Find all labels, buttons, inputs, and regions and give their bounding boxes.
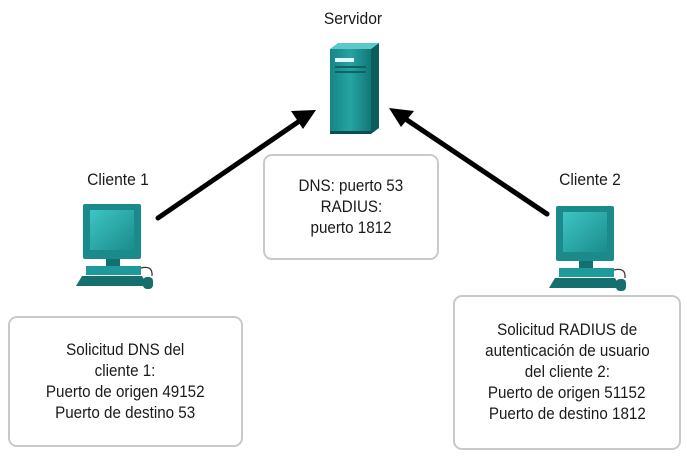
client1-request-line-3: Puerto de origen 49152 [46, 382, 205, 401]
client2-request-box: Solicitud RADIUS de autenticación de usu… [453, 295, 681, 450]
client2-request-line-3: del cliente 2: [524, 363, 610, 381]
client1-request-box: Solicitud DNS del cliente 1: Puerto de o… [8, 316, 243, 447]
client1-request-line-1: Solicitud DNS del [66, 340, 185, 359]
server-port-line-1: DNS: puerto 53 [298, 176, 404, 195]
client2-request-line-5: Puerto de destino 1812 [488, 405, 646, 423]
client2-computer-icon [549, 206, 626, 291]
client2-request-line-4: Puerto de origen 51152 [488, 384, 646, 402]
client1-computer-icon [76, 204, 153, 289]
client1-request-line-2: cliente 1: [95, 361, 156, 380]
server-port-line-3: puerto 1812 [310, 218, 392, 237]
client2-label: Cliente 2 [559, 170, 621, 189]
server-ports-box: DNS: puerto 53 RADIUS: puerto 1812 [263, 154, 439, 260]
client1-request-line-4: Puerto de destino 53 [55, 403, 196, 422]
server-icon [330, 43, 379, 134]
arrow-client2-to-server [389, 108, 550, 217]
client2-request-line-1: Solicitud RADIUS de [496, 321, 638, 339]
client1-label: Cliente 1 [87, 170, 149, 189]
server-port-line-2: RADIUS: [320, 197, 382, 216]
server-label: Servidor [323, 9, 383, 28]
client2-request-line-2: autenticación de usuario [484, 342, 650, 360]
arrow-client1-to-server [155, 110, 316, 221]
